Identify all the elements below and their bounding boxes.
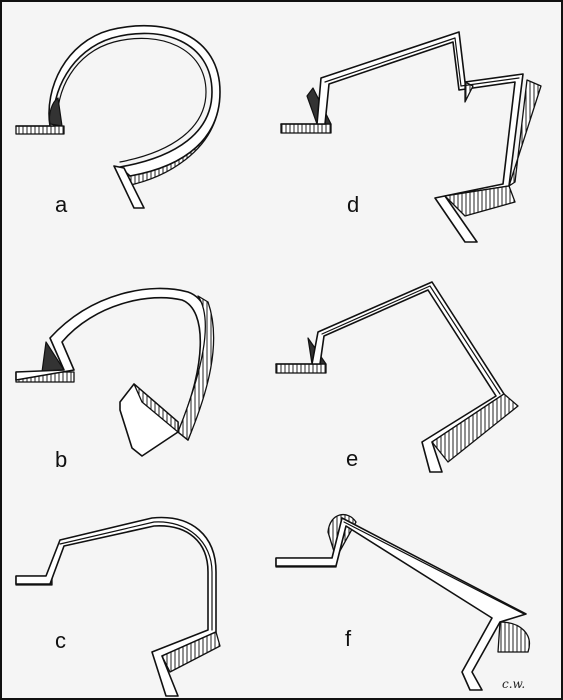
panel-e: e xyxy=(272,272,562,492)
panel-label: b xyxy=(55,447,68,472)
panel-a: a xyxy=(2,2,282,232)
panel-f: f xyxy=(272,502,562,698)
panel-d: d xyxy=(277,2,562,243)
wall-drawing-a xyxy=(15,24,221,209)
panel-label: f xyxy=(345,626,352,651)
panel-label: a xyxy=(55,192,68,217)
panel-label: d xyxy=(347,192,360,217)
wall-drawing-d xyxy=(280,31,542,243)
panel-c: c xyxy=(2,502,282,698)
wall-drawing-b xyxy=(15,287,215,457)
wall-drawing-c xyxy=(15,516,221,697)
panel-b: b xyxy=(2,272,282,472)
panel-label: e xyxy=(346,446,359,471)
wall-drawing-f xyxy=(275,513,530,691)
artist-signature: c.w. xyxy=(502,677,526,691)
wall-drawing-e xyxy=(275,281,519,473)
panel-label: c xyxy=(55,628,66,653)
